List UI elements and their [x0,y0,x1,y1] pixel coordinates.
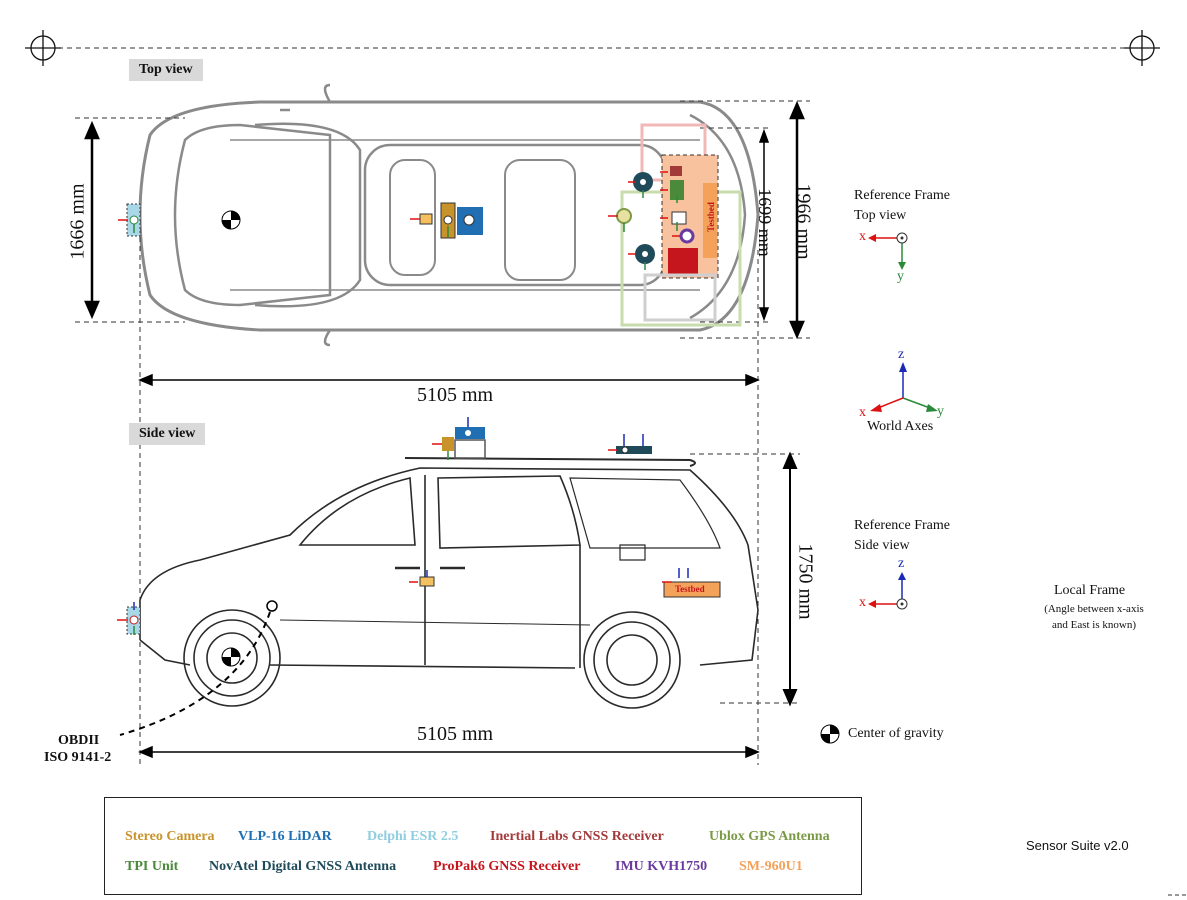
dim-top-width: 1666 mm [66,183,89,260]
frame-top-title: Reference Frame [854,188,950,203]
dim-top-track: 1699 mm [754,188,775,257]
obd-label-2: ISO 9141-2 [44,750,112,765]
sensor-ublox-antenna-top [616,208,632,224]
frame-side-axes [868,572,908,610]
world-y-label: y [937,404,944,419]
testbed-label-top: Testbed [705,202,716,232]
side-view-tag: Side view [129,423,206,445]
testbed-side [663,581,721,598]
cog-marker-top [221,210,241,230]
legend-propak6: ProPak6 GNSS Receiver [433,859,581,874]
local-frame-note-1: (Angle between x-axis [1044,603,1144,615]
local-frame-note-2: and East is known) [1051,619,1136,631]
top-view-tag: Top view [129,59,203,81]
sensor-tpi-top [670,166,687,225]
local-frame-title: Local Frame [1054,583,1126,598]
dim-top-length: 5105 mm [417,384,494,406]
registration-mark-left [25,30,61,66]
frame-side-subtitle: Side view [854,538,910,553]
frame-side-x-label: x [859,595,866,610]
dim-top-overall-width: 1966 mm [792,183,815,260]
sensor-imu-top [679,228,695,244]
sensor-suite-version: Sensor Suite v2.0 [1026,838,1129,853]
legend-inertial-labs: Inertial Labs GNSS Receiver [490,829,664,844]
cog-label: Center of gravity [848,726,944,741]
cog-legend-icon [820,724,840,744]
registration-mark-right [1124,30,1160,66]
frame-top-y-label: y [897,269,904,284]
front-wheel [183,609,281,707]
sensor-vlp16-lidar-top [457,207,483,235]
world-axes [870,362,938,412]
cog-marker-side [221,647,241,667]
frame-top-axes [868,232,908,270]
sensor-delphi-radar-side [126,606,141,635]
sensor-legend: Stereo Camera VLP-16 LiDAR Delphi ESR 2.… [104,797,862,895]
world-x-label: x [859,405,866,420]
testbed-label-side: Testbed [675,584,705,594]
legend-novatel: NovAtel Digital GNSS Antenna [209,859,397,874]
obd-label-1: OBDII [58,733,100,748]
sensor-novatel-antenna-top [633,172,655,264]
sensor-stereo-camera-side [419,576,435,587]
legend-imu: IMU KVH1750 [615,859,708,874]
world-z-label: z [898,347,905,362]
obd-port [266,600,278,612]
testbed-top [620,123,742,327]
frame-side-title: Reference Frame [854,518,950,533]
dim-side-length: 5105 mm [417,723,494,745]
legend-ublox: Ublox GPS Antenna [709,829,830,844]
legend-stereo-camera: Stereo Camera [125,829,215,844]
frame-top-subtitle: Top view [854,208,907,223]
car-side-view [139,457,759,669]
sensor-antennas-side [616,446,652,454]
world-axes-title: World Axes [867,419,934,434]
rear-wheel [583,611,681,709]
legend-vlp16-lidar: VLP-16 LiDAR [238,829,332,844]
dim-side-height: 1750 mm [794,543,817,620]
frame-side-z-label: z [898,556,905,571]
sensor-roof-rack-side [442,427,486,459]
legend-sm960: SM-960U1 [739,859,803,874]
sensor-stereo-camera-top [419,202,456,239]
legend-tpi: TPI Unit [125,859,179,874]
legend-delphi-esr: Delphi ESR 2.5 [367,829,459,844]
frame-top-x-label: x [859,229,866,244]
